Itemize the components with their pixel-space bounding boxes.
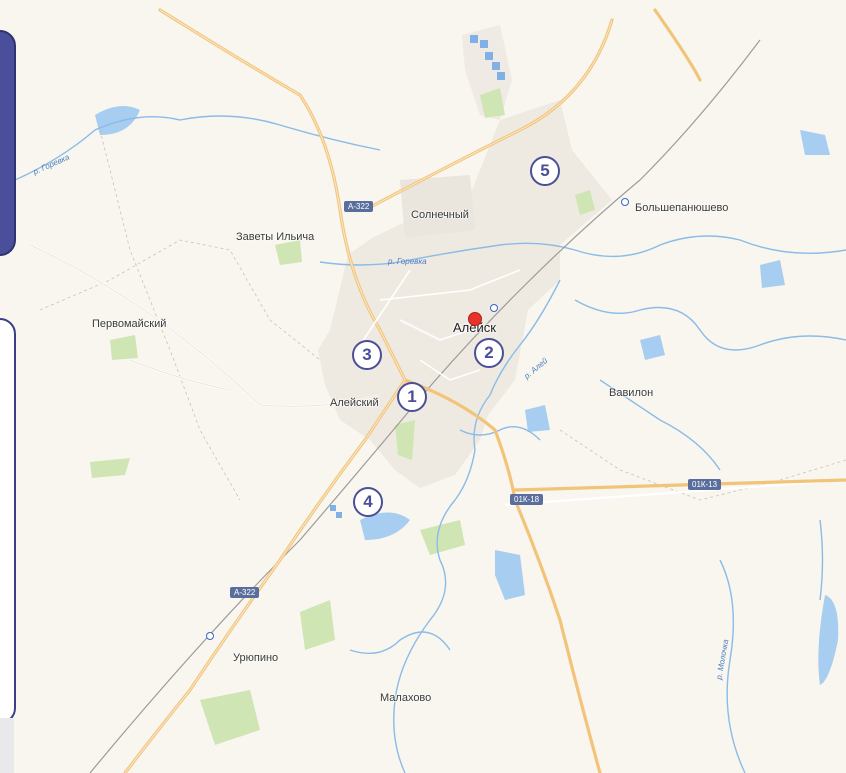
minor-road-outlines xyxy=(29,244,381,407)
place-label-zavety-ilicha: Заветы Ильича xyxy=(236,231,315,243)
place-label-pervomaisky: Первомайский xyxy=(92,318,167,330)
road-shield-a322-north: А-322 xyxy=(344,201,374,212)
urban-area xyxy=(318,100,612,488)
railway xyxy=(89,39,761,773)
urban-area-solnechny xyxy=(400,175,475,238)
place-label-uryupino: Урюпино xyxy=(233,652,279,664)
road-shield-a322-south: А-322 xyxy=(230,587,260,598)
road-shield-01k13: 01К-13 xyxy=(688,479,722,490)
city-streets xyxy=(359,269,521,381)
place-label-aleysk: Алейск xyxy=(453,320,496,335)
station-dot[interactable] xyxy=(621,198,629,206)
marker-1[interactable]: 1 xyxy=(397,382,427,412)
place-label-aleysky: Алейский xyxy=(330,397,379,409)
marker-3[interactable]: 3 xyxy=(352,340,382,370)
marker-5[interactable]: 5 xyxy=(530,156,560,186)
major-road-centerlines xyxy=(124,9,613,773)
place-label-bolsheshapanyushevo: Большепанюшево xyxy=(635,202,729,214)
city-location-pin[interactable] xyxy=(468,312,482,326)
boundaries xyxy=(39,129,846,501)
station-dot[interactable] xyxy=(490,304,498,312)
side-panel-top[interactable] xyxy=(0,30,16,256)
station-dot[interactable] xyxy=(206,632,214,640)
marker-2[interactable]: 2 xyxy=(474,338,504,368)
river-label-gorevka-center: р. Горевка xyxy=(388,257,427,266)
place-label-malakhovo: Малахово xyxy=(380,692,432,704)
marker-4[interactable]: 4 xyxy=(353,487,383,517)
road-shield-01k18: 01К-18 xyxy=(510,494,544,505)
place-label-solnechny: Солнечный xyxy=(411,209,469,221)
solar-panels xyxy=(330,35,505,518)
rivers xyxy=(14,115,846,773)
green-areas xyxy=(90,88,595,745)
side-panel-bottom[interactable] xyxy=(0,318,16,724)
place-label-vavilon: Вавилон xyxy=(609,387,654,399)
water-bodies xyxy=(95,106,839,685)
bottom-edge-strip xyxy=(0,718,14,773)
